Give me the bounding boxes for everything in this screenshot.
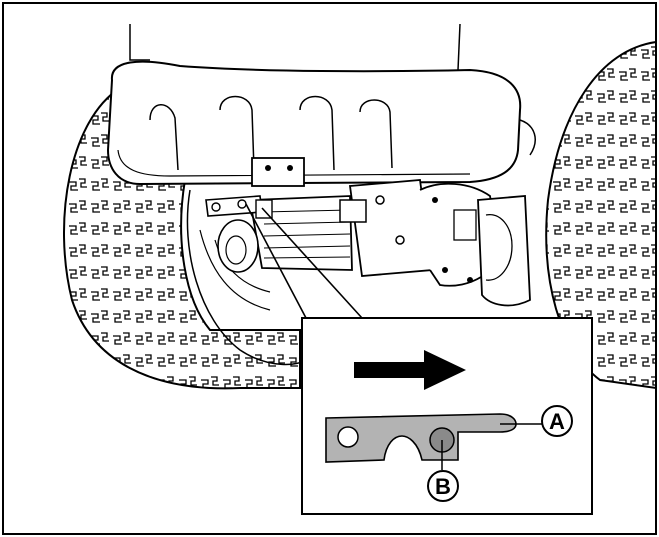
bypass-lever [205, 195, 273, 219]
callout-b [427, 470, 459, 502]
drive-pulley [217, 219, 259, 273]
transaxle-housing [248, 179, 531, 307]
mount-bracket [251, 157, 305, 187]
slotted-plate [325, 413, 517, 463]
zoom-leader-lines [245, 203, 363, 319]
callout-b-label: B [435, 474, 451, 499]
detail-inset: A B [301, 317, 593, 515]
plate-hole [337, 426, 359, 448]
fender-body [106, 23, 536, 186]
callout-a [541, 405, 573, 437]
callout-a-label: A [549, 409, 565, 434]
direction-arrow-right-icon [354, 350, 466, 390]
